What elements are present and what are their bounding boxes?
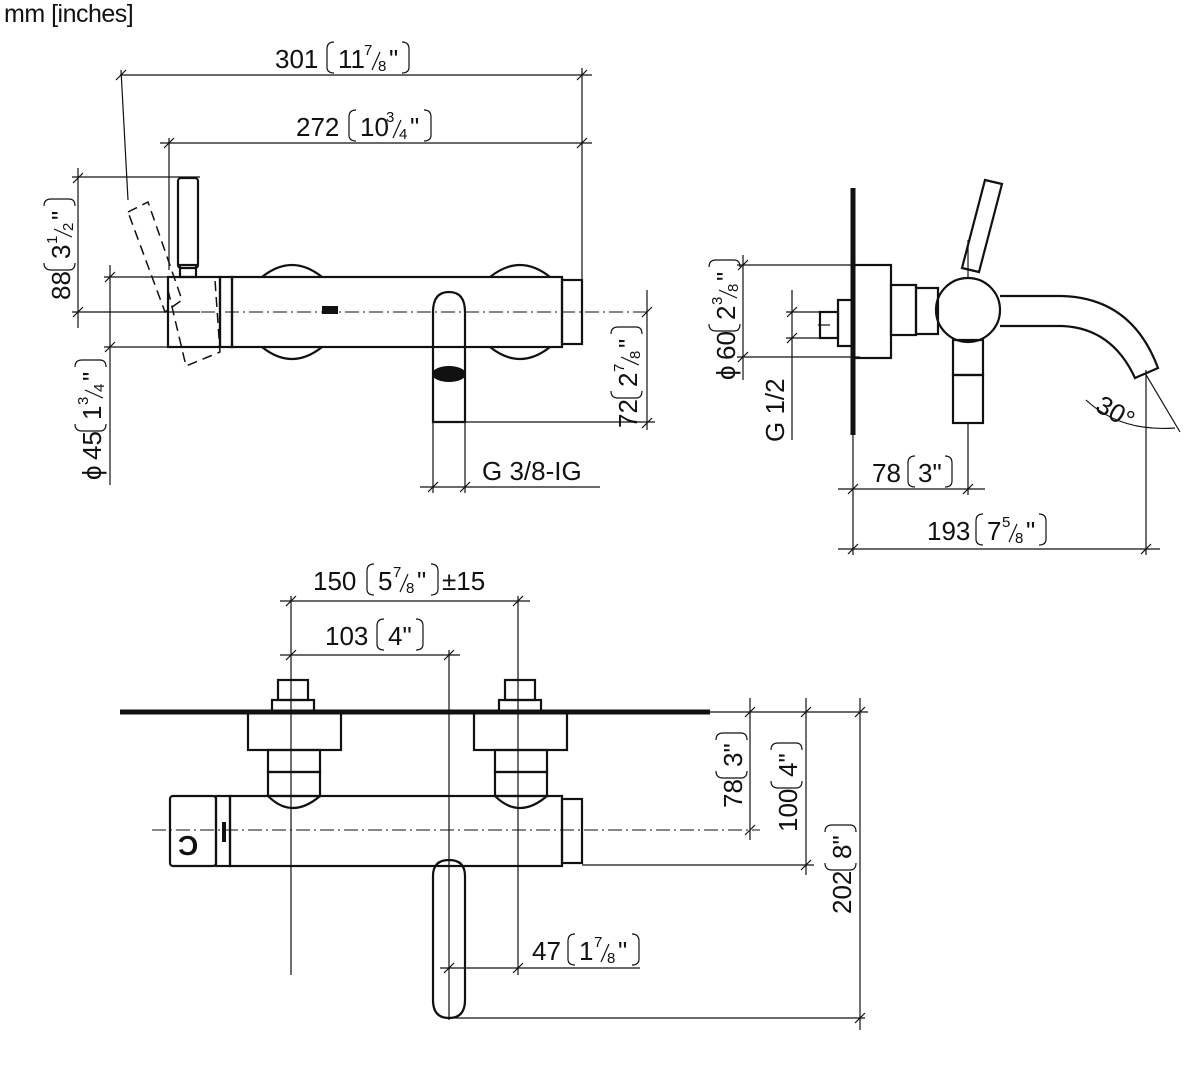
svg-text:103: 103	[325, 621, 368, 651]
svg-text:150: 150	[313, 566, 356, 596]
connectors	[246, 678, 569, 809]
top-view: 301 11 7 8 " 272 10 3 4 "	[43, 41, 655, 493]
svg-text:G 3/8-IG: G 3/8-IG	[482, 456, 582, 486]
svg-text:8: 8	[725, 284, 742, 292]
svg-text:7: 7	[393, 564, 401, 581]
dimension-phi-45: ϕ 45 1 3 4 "	[74, 265, 190, 485]
svg-text:": "	[410, 112, 419, 142]
svg-text:8: 8	[406, 580, 414, 597]
svg-text:11: 11	[338, 44, 365, 74]
mixer-body-front: Ɔ	[152, 794, 760, 868]
svg-text:7: 7	[611, 364, 628, 372]
svg-text:2: 2	[711, 306, 741, 320]
front-view: 150 5 7 8 " ±15 103 4"	[120, 563, 868, 1030]
svg-text:1: 1	[44, 236, 61, 244]
svg-text:ϕ: ϕ	[77, 465, 107, 480]
svg-text:2: 2	[613, 373, 643, 387]
svg-text:3: 3	[386, 109, 394, 126]
svg-text:47: 47	[532, 936, 561, 966]
svg-text:": "	[613, 339, 643, 348]
rosette	[851, 263, 893, 360]
svg-text:": "	[618, 936, 627, 966]
svg-text:": "	[46, 211, 76, 220]
svg-text:3": 3"	[718, 743, 748, 767]
svg-text:7: 7	[987, 516, 1001, 546]
dimension-100: 100 4"	[582, 698, 814, 875]
svg-text:": "	[711, 272, 741, 281]
svg-text:": "	[1026, 516, 1035, 546]
svg-text:": "	[77, 372, 107, 381]
svg-text:4: 4	[91, 384, 108, 392]
svg-text:1: 1	[579, 936, 593, 966]
thread-label-g12: G 1/2	[760, 290, 822, 442]
spout-front	[431, 858, 865, 1020]
lever-handle	[127, 176, 221, 368]
side-lever	[960, 178, 1004, 274]
svg-text:202: 202	[827, 871, 857, 914]
side-view: 30° ϕ 60 2 3 8 "	[708, 178, 1181, 555]
svg-text:8": 8"	[827, 835, 857, 859]
svg-text:5: 5	[378, 566, 392, 596]
units-label: mm [inches]	[4, 0, 134, 28]
svg-text:ϕ: ϕ	[711, 365, 741, 380]
svg-text:4": 4"	[388, 621, 412, 651]
dimension-202: 202 8"	[814, 698, 868, 1030]
brand-logo: Ɔ	[178, 830, 198, 861]
dimension-phi-60: ϕ 60 2 3 8 "	[708, 255, 860, 380]
svg-text:301: 301	[275, 44, 318, 74]
svg-text:78: 78	[718, 779, 748, 808]
svg-text:5: 5	[1002, 514, 1010, 531]
thread-label-g38: G 3/8-IG	[420, 456, 600, 493]
dimension-103: 103 4"	[280, 618, 460, 1020]
svg-text:3: 3	[709, 297, 726, 305]
svg-text:7: 7	[594, 934, 602, 951]
dimension-72: 72 2 7 8 "	[465, 290, 655, 430]
svg-text:100: 100	[773, 789, 803, 832]
svg-text:8: 8	[607, 950, 615, 967]
dimension-47: 47 1 7 8 "	[440, 933, 640, 974]
svg-text:272: 272	[296, 112, 339, 142]
mixer-body-top	[105, 264, 650, 360]
svg-text:7: 7	[364, 42, 372, 59]
svg-text:1: 1	[77, 406, 107, 420]
svg-text:88: 88	[46, 271, 76, 300]
svg-text:3: 3	[46, 245, 76, 259]
svg-text:2: 2	[60, 223, 77, 231]
svg-text:G 1/2: G 1/2	[760, 378, 790, 442]
svg-text:60: 60	[711, 331, 741, 360]
svg-text:8: 8	[1015, 530, 1023, 547]
svg-text:3": 3"	[918, 458, 942, 488]
dimension-78-side: 78 3"	[838, 423, 985, 495]
svg-text:193: 193	[927, 516, 970, 546]
svg-text:": "	[417, 566, 426, 596]
side-spout	[1000, 294, 1160, 380]
svg-text:±15: ±15	[442, 566, 485, 596]
svg-text:8: 8	[627, 351, 644, 359]
angle-label: 30°	[1091, 389, 1140, 435]
dimension-301: 301 11 7 8 "	[115, 41, 592, 280]
dimension-78-front: 78 3"	[710, 698, 758, 840]
svg-text:": "	[389, 44, 398, 74]
spout-top	[431, 290, 467, 493]
dimension-272: 272 10 3 4 "	[160, 109, 592, 270]
svg-text:10: 10	[360, 112, 389, 142]
svg-text:78: 78	[872, 458, 901, 488]
svg-text:72: 72	[613, 399, 643, 428]
svg-text:4": 4"	[773, 753, 803, 777]
svg-text:3: 3	[75, 397, 92, 405]
svg-text:45: 45	[77, 431, 107, 460]
body-circle	[934, 276, 1002, 344]
dimension-193: 193 7 5 8 "	[838, 370, 1160, 555]
svg-text:8: 8	[378, 58, 386, 75]
svg-text:4: 4	[399, 126, 407, 143]
dimension-150: 150 5 7 8 " ±15	[280, 563, 530, 975]
